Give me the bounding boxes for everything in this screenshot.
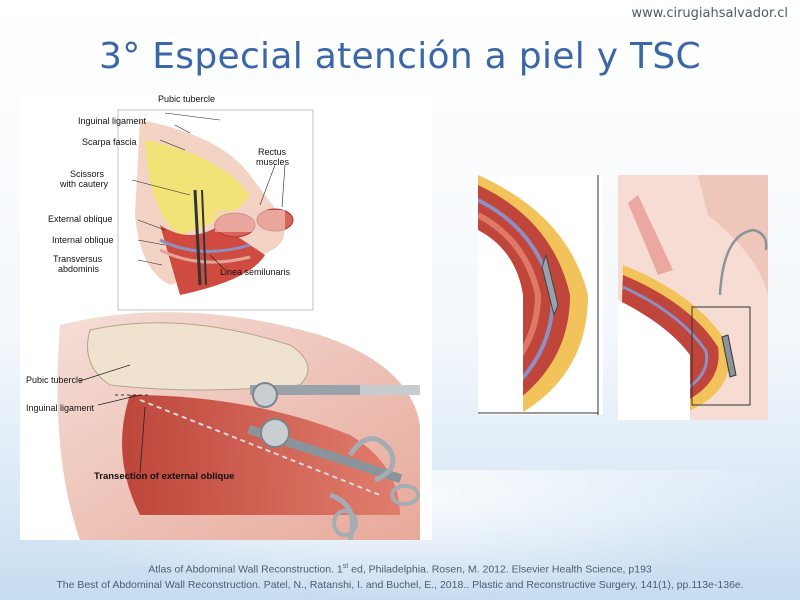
label-scissors-line2: with cautery <box>60 179 109 189</box>
label-inguinal-ligament-inset: Inguinal ligament <box>78 116 147 126</box>
reference-atlas-sup: st <box>342 563 349 570</box>
label-transection-external-oblique: Transection of external oblique <box>94 471 235 482</box>
surgical-illustration-left: Pubic tubercle Inguinal ligament Scarpa … <box>20 95 432 540</box>
cross-section-drawing <box>478 175 603 415</box>
retractor-drawing <box>618 175 768 420</box>
site-url: www.cirugiahsalvador.cl <box>631 6 788 21</box>
label-transversus-line1: Transversus <box>53 254 103 264</box>
reference-atlas: Atlas of Abdominal Wall Reconstruction. … <box>0 563 800 576</box>
reference-atlas-post: ed, Philadelphia. Rosen, M. 2012. Elsevi… <box>348 563 652 576</box>
label-rectus-line2: muscles <box>256 157 290 167</box>
abdominal-wall-section-middle <box>478 175 603 415</box>
surgical-drawing <box>20 109 432 540</box>
slide-title: 3° Especial atención a piel y TSC <box>99 36 701 77</box>
label-linea-semilunaris: Linea semilunaris <box>220 267 291 277</box>
label-external-oblique-inset: External oblique <box>48 214 113 224</box>
label-pubic-tubercle-main: Pubic tubercle <box>26 375 84 385</box>
reference-atlas-pre: Atlas of Abdominal Wall Reconstruction. … <box>148 563 343 576</box>
label-scissors-line1: Scissors <box>70 169 105 179</box>
abdominal-wall-section-right <box>618 175 768 420</box>
label-rectus-line1: Rectus <box>258 147 287 157</box>
reference-best-of: The Best of Abdominal Wall Reconstructio… <box>56 579 744 591</box>
label-scarpa-fascia: Scarpa fascia <box>82 137 137 147</box>
label-pubic-tubercle-inset: Pubic tubercle <box>158 95 216 104</box>
label-internal-oblique: Internal oblique <box>52 235 114 245</box>
label-inguinal-ligament-main: Inguinal ligament <box>26 403 95 413</box>
label-transversus-line2: abdominis <box>58 264 100 274</box>
